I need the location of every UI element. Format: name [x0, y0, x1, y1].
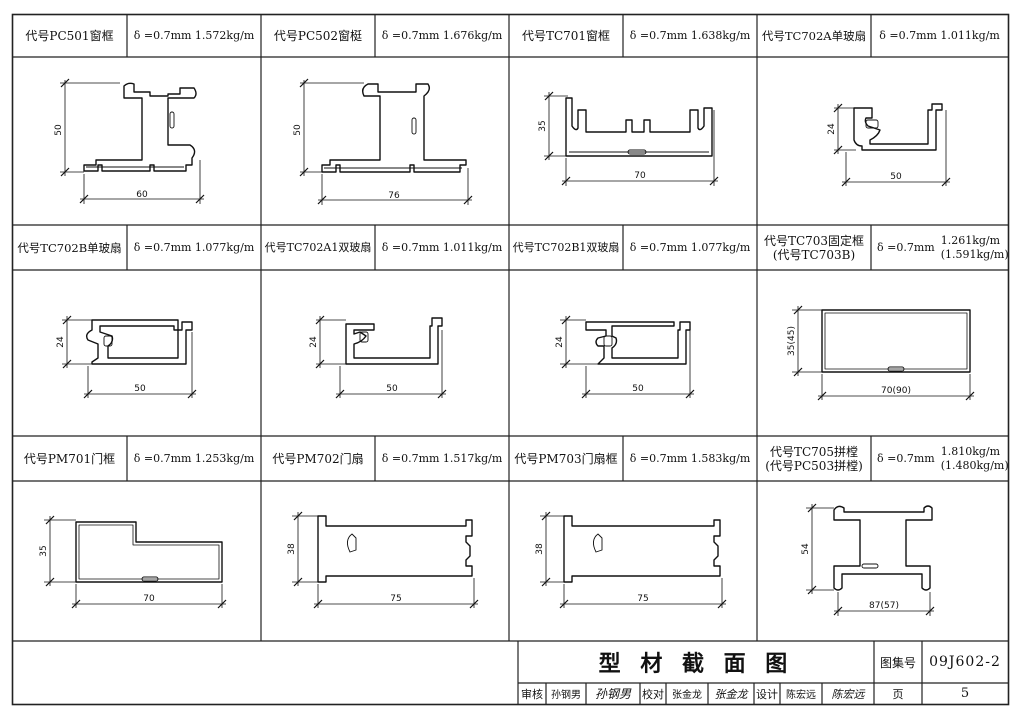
- panel-spec: δ =0.7mm 1.077kg/m: [629, 240, 751, 254]
- panel-code: 代号PM701门框: [23, 451, 116, 466]
- checker-signature: 张金龙: [714, 687, 748, 701]
- dim-width: 50: [890, 172, 902, 182]
- designer-name: 陈宏远: [786, 690, 816, 701]
- dim-width: 87(57): [869, 601, 899, 611]
- profile-tc702b: [85, 319, 193, 365]
- reviewer-name: 孙钢男: [551, 690, 581, 701]
- design-label: 设计: [756, 687, 778, 701]
- panel-thickness: δ =0.7mm: [877, 240, 935, 254]
- reviewer-signature: 孙钢男: [594, 687, 631, 701]
- dim-width: 50: [632, 384, 644, 394]
- panel-code-line2: (代号TC703B): [772, 247, 856, 262]
- page-number: 5: [960, 686, 970, 701]
- profile-tc703: [821, 309, 971, 373]
- panel-code: 代号TC701窗框: [521, 28, 611, 43]
- dim-width: 70: [634, 171, 646, 181]
- panel-spec: δ =0.7mm 1.011kg/m: [381, 240, 503, 254]
- panel-weight-alt: (1.591kg/m): [940, 247, 1008, 261]
- panel-spec: δ =0.7mm 1.810kg/m (1.480kg/m): [871, 436, 1008, 481]
- panel-spec: δ =0.7mm 1.077kg/m: [133, 240, 255, 254]
- dim-width: 70(90): [881, 386, 911, 396]
- checker-name: 张金龙: [672, 690, 702, 701]
- panel-spec: δ =0.7mm 1.638kg/m: [629, 28, 751, 42]
- dim-width: 50: [134, 384, 146, 394]
- profile-tc702b1: [585, 321, 691, 365]
- profile-pc502: [321, 83, 467, 173]
- dim-height: 24: [56, 336, 66, 348]
- panel-code: 代号PM702门扇: [272, 451, 364, 466]
- panel-spec: δ =0.7mm 1.011kg/m: [879, 28, 1000, 42]
- panel-code: 代号PC501窗框: [25, 28, 114, 43]
- dim-height: 24: [827, 123, 837, 135]
- dim-height: 38: [287, 543, 297, 555]
- profile-pm703: [563, 515, 721, 583]
- panel-code: 代号TC702A1双玻扇: [264, 240, 372, 254]
- panel-weight-alt: (1.480kg/m): [940, 458, 1008, 472]
- profile-tc705: [833, 505, 933, 591]
- panel-code: 代号TC703固定框 (代号TC703B): [757, 225, 871, 270]
- panel-thickness: δ =0.7mm: [877, 451, 935, 465]
- panel-weight: 1.261kg/m: [940, 233, 1001, 247]
- panel-code: 代号PM703门扇框: [514, 451, 618, 466]
- panel-code-line2: (代号PC503拼樘): [765, 458, 863, 473]
- profile-pm702: [317, 515, 473, 583]
- dim-width: 70: [143, 594, 155, 604]
- drawing-title: 型 材 截 面 图: [598, 652, 794, 677]
- dim-width: 75: [390, 594, 401, 604]
- panel-code: 代号TC705拼樘 (代号PC503拼樘): [757, 436, 871, 481]
- dim-height: 50: [54, 124, 64, 136]
- panel-code: 代号TC702A单玻扇: [761, 28, 867, 43]
- panel-code: 代号TC702B单玻扇: [17, 240, 122, 255]
- profile-tc701: [565, 97, 713, 157]
- panel-spec: δ =0.7mm 1.261kg/m (1.591kg/m): [871, 225, 1008, 270]
- panel-code-line1: 代号TC703固定框: [763, 233, 865, 248]
- panel-spec: δ =0.7mm 1.676kg/m: [381, 28, 503, 42]
- atlas-number: 09J602-2: [929, 654, 1001, 670]
- panel-weight: 1.810kg/m: [940, 444, 1001, 458]
- atlas-number-label: 图集号: [879, 655, 916, 670]
- dim-height: 35(45): [787, 326, 797, 356]
- profile-tc702a1: [345, 317, 443, 365]
- dim-height: 50: [293, 124, 303, 136]
- panel-code-line1: 代号TC705拼樘: [769, 444, 859, 459]
- page-label: 页: [892, 687, 904, 701]
- dim-height: 35: [39, 545, 49, 556]
- review-label: 审核: [521, 687, 543, 701]
- panel-code: 代号TC702B1双玻扇: [512, 240, 620, 254]
- profile-tc702a: [853, 103, 943, 151]
- dim-height: 38: [535, 543, 545, 555]
- dim-width: 50: [386, 384, 398, 394]
- panel-spec: δ =0.7mm 1.253kg/m: [133, 451, 255, 465]
- dim-height: 24: [309, 336, 319, 348]
- profile-pm701: [75, 521, 223, 583]
- panel-spec: δ =0.7mm 1.517kg/m: [381, 451, 503, 465]
- check-label: 校对: [642, 687, 664, 701]
- dim-width: 75: [637, 594, 648, 604]
- dim-height: 54: [801, 543, 811, 555]
- panel-spec: δ =0.7mm 1.572kg/m: [133, 28, 255, 42]
- panel-code: 代号PC502窗梃: [273, 28, 363, 43]
- dim-height: 35: [538, 120, 548, 131]
- profile-pc501: [83, 82, 197, 172]
- dim-width: 76: [388, 191, 400, 201]
- designer-signature: 陈宏远: [831, 687, 865, 701]
- dim-width: 60: [136, 190, 148, 200]
- dim-height: 24: [555, 336, 565, 348]
- panel-spec: δ =0.7mm 1.583kg/m: [629, 451, 751, 465]
